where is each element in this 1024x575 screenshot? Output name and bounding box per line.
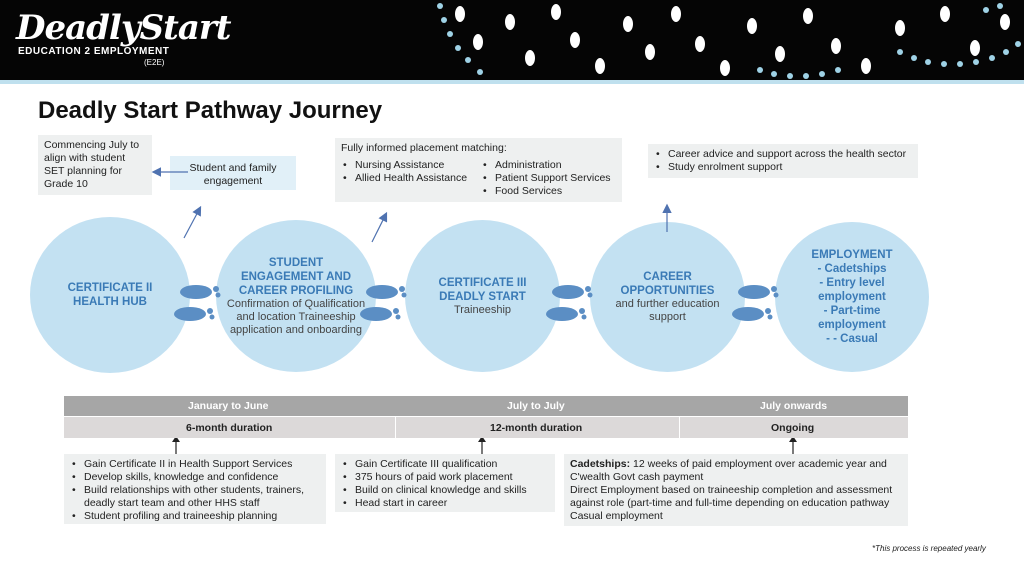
placement-list-2: Administration Patient Support Services … bbox=[481, 159, 611, 198]
list-item: Patient Support Services bbox=[481, 172, 611, 185]
list-item: Nursing Assistance bbox=[341, 159, 481, 172]
list-item: 375 hours of paid work placement bbox=[341, 471, 549, 484]
list-item: Head start in career bbox=[341, 497, 549, 510]
footprints-icon bbox=[360, 285, 407, 321]
student-family-text: Student and family engagement bbox=[189, 162, 277, 187]
placement-note: Fully informed placement matching: Nursi… bbox=[335, 138, 622, 202]
duration-label: 12-month duration bbox=[490, 421, 583, 434]
list-item: - Entry level employment bbox=[818, 277, 886, 303]
footprint-pattern bbox=[437, 3, 1021, 79]
timeline-periods: January to June July to July July onward… bbox=[64, 396, 908, 416]
list-item: - - Casual bbox=[826, 333, 878, 345]
period-label: July to July bbox=[507, 400, 565, 412]
cadetships-label: Cadetships: bbox=[570, 458, 631, 470]
banner-stripe bbox=[0, 80, 1024, 84]
page-title: Deadly Start Pathway Journey bbox=[38, 97, 383, 124]
detail-box-3: Cadetships: 12 weeks of paid employment … bbox=[564, 454, 908, 526]
commencing-note: Commencing July to align with student SE… bbox=[38, 135, 152, 195]
duration-label: Ongoing bbox=[771, 421, 815, 434]
detail-box-1: Gain Certificate II in Health Support Se… bbox=[64, 454, 326, 524]
circle-sub: Traineeship bbox=[453, 303, 512, 316]
placement-list-1: Nursing Assistance Allied Health Assista… bbox=[341, 159, 481, 198]
employment-list: - Cadetships - Entry level employment - … bbox=[802, 262, 902, 346]
list-item: - Part-time employment bbox=[818, 305, 886, 331]
footprints-icon bbox=[174, 285, 221, 321]
list-item: Allied Health Assistance bbox=[341, 172, 481, 185]
cadetships-desc: 12 weeks of paid employment over academi… bbox=[570, 458, 887, 483]
header-banner: DeadlyStart EDUCATION 2 EMPLOYMENT (E2E) bbox=[0, 0, 1024, 80]
career-note: Career advice and support across the hea… bbox=[648, 144, 918, 178]
circle-title: STUDENT ENGAGEMENT AND CAREER PROFILING bbox=[238, 256, 354, 297]
circle-cert-ii: CERTIFICATE II HEALTH HUB bbox=[30, 217, 190, 373]
logo-sub: EDUCATION 2 EMPLOYMENT bbox=[18, 46, 170, 57]
logo-sub2: (E2E) bbox=[144, 58, 165, 67]
list-item: Administration bbox=[481, 159, 611, 172]
list-item: Student profiling and traineeship planni… bbox=[70, 510, 320, 523]
footnote: *This process is repeated yearly bbox=[872, 544, 986, 553]
footprints-icon bbox=[732, 285, 779, 321]
circle-career: CAREER OPPORTUNITIES and further educati… bbox=[590, 222, 745, 372]
direct-employment-text: Direct Employment based on traineeship c… bbox=[570, 484, 893, 509]
detail-box-2: Gain Certificate III qualification 375 h… bbox=[335, 454, 555, 512]
list-item: Build relationships with other students,… bbox=[70, 484, 320, 510]
circle-sub: and further education support bbox=[615, 298, 720, 323]
duration-label: 6-month duration bbox=[186, 421, 273, 434]
cadetships-text: Cadetships: 12 weeks of paid employment … bbox=[570, 458, 902, 484]
list-item: - Cadetships bbox=[817, 263, 887, 275]
list-item: Gain Certificate II in Health Support Se… bbox=[70, 458, 320, 471]
commencing-text: Commencing July to align with student SE… bbox=[44, 139, 140, 190]
divider bbox=[395, 417, 396, 438]
period-label: January to June bbox=[188, 400, 269, 412]
arrow-icon bbox=[371, 211, 388, 243]
period-label: July onwards bbox=[760, 400, 828, 412]
list-item: Study enrolment support bbox=[654, 161, 912, 174]
placement-heading: Fully informed placement matching: bbox=[341, 142, 507, 154]
list-item: Develop skills, knowledge and confidence bbox=[70, 471, 320, 484]
divider bbox=[679, 417, 680, 438]
circle-title: CERTIFICATE III DEADLY START bbox=[438, 276, 527, 303]
timeline-durations: 6-month duration 12-month duration Ongoi… bbox=[64, 416, 908, 438]
circle-employment: EMPLOYMENT - Cadetships - Entry level em… bbox=[775, 222, 929, 372]
timeline: January to June July to July July onward… bbox=[64, 396, 908, 438]
logo-main: DeadlyStart bbox=[16, 8, 231, 48]
list-item: Gain Certificate III qualification bbox=[341, 458, 549, 471]
list-item: Career advice and support across the hea… bbox=[654, 148, 912, 161]
casual-employment-text: Casual employment bbox=[570, 510, 663, 522]
student-family-note: Student and family engagement bbox=[170, 156, 296, 190]
circle-title: EMPLOYMENT bbox=[811, 249, 893, 261]
arrow-icon bbox=[183, 205, 202, 239]
list-item: Food Services bbox=[481, 185, 611, 198]
circle-title: CERTIFICATE II HEALTH HUB bbox=[67, 282, 153, 308]
circle-engagement: STUDENT ENGAGEMENT AND CAREER PROFILING … bbox=[216, 220, 376, 372]
logo: DeadlyStart EDUCATION 2 EMPLOYMENT (E2E) bbox=[16, 10, 231, 67]
circle-title: CAREER OPPORTUNITIES bbox=[620, 271, 715, 297]
list-item: Build on clinical knowledge and skills bbox=[341, 484, 549, 497]
circle-cert-iii: CERTIFICATE III DEADLY START Traineeship bbox=[405, 220, 560, 372]
footprints-icon bbox=[546, 285, 593, 321]
circle-sub: Confirmation of Qualification and locati… bbox=[226, 297, 366, 336]
